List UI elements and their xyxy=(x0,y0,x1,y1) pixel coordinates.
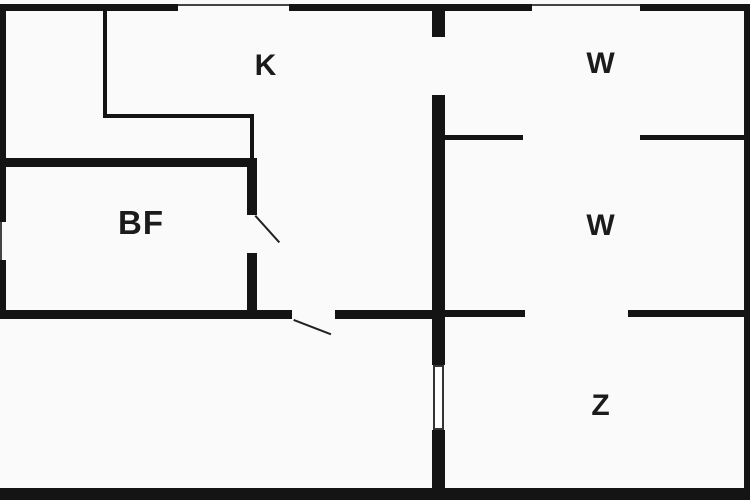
wall-outer-right xyxy=(744,4,750,490)
room-label-kitchen: K xyxy=(254,49,278,82)
window-room-z xyxy=(433,365,444,430)
wall-outer-top-segment-2 xyxy=(289,4,532,11)
window-top-kitchen xyxy=(178,4,289,6)
window-left-bf-cap-top xyxy=(0,220,6,222)
wall-w-divider-segment-1 xyxy=(445,135,523,140)
window-left-bf xyxy=(0,222,2,262)
wall-z-top-segment-2 xyxy=(628,310,744,317)
door-swing-hall xyxy=(293,319,332,336)
room-label-z: Z xyxy=(591,389,611,422)
wall-bf-right-segment-1 xyxy=(247,158,257,215)
wall-mid-horizontal-segment-1 xyxy=(0,310,292,319)
wall-central-main xyxy=(432,95,445,365)
wall-z-top-segment-1 xyxy=(445,310,525,317)
window-left-bf-cap-bottom xyxy=(0,260,6,262)
wall-outer-top-segment-1 xyxy=(0,4,178,11)
door-swing-bf xyxy=(254,215,281,244)
wall-bf-right-segment-2 xyxy=(247,253,257,318)
wall-mid-horizontal-segment-2 xyxy=(335,310,432,319)
window-top-room-w xyxy=(532,4,640,6)
wall-outer-left-segment-1 xyxy=(0,4,6,222)
room-label-bf: BF xyxy=(118,204,164,241)
room-label-w-middle: W xyxy=(586,209,616,242)
wall-outer-bottom xyxy=(0,488,750,500)
wall-kitchen-step-vertical-2 xyxy=(250,114,254,162)
room-label-w-top: W xyxy=(586,47,616,80)
wall-kitchen-step-vertical-1 xyxy=(103,8,107,118)
wall-central-stub-top xyxy=(432,4,445,37)
wall-kitchen-step-horizontal xyxy=(103,114,254,118)
wall-central-lower xyxy=(432,430,445,488)
wall-outer-left-segment-2 xyxy=(0,262,6,318)
wall-bf-top xyxy=(0,158,257,167)
wall-w-divider-segment-2 xyxy=(640,135,744,140)
wall-outer-top-segment-3 xyxy=(640,4,744,11)
